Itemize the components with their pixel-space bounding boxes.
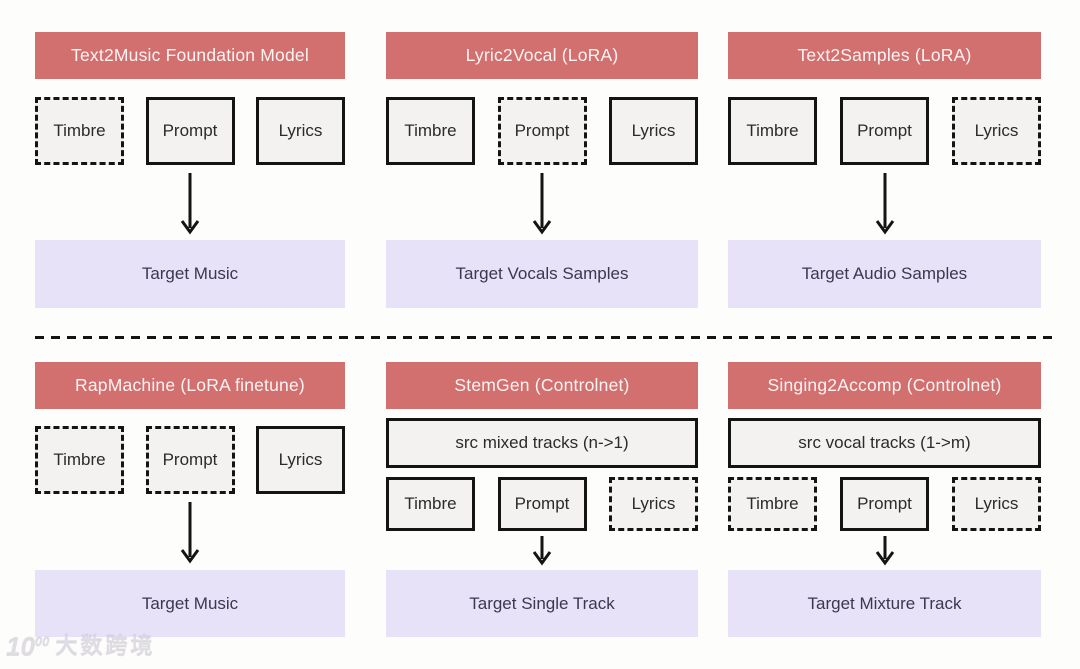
input-boxes-row: Timbre Prompt Lyrics xyxy=(35,97,345,165)
input-box-prompt: Prompt xyxy=(497,97,587,165)
target-box: Target Vocals Samples xyxy=(386,240,698,308)
input-box-timbre: Timbre xyxy=(386,97,475,165)
panel-title: RapMachine (LoRA finetune) xyxy=(35,362,345,409)
panel-singing2accomp: Singing2Accomp (Controlnet) src vocal tr… xyxy=(728,362,1041,637)
input-box-prompt: Prompt xyxy=(840,97,929,165)
input-boxes-row: Timbre Prompt Lyrics xyxy=(728,477,1041,531)
target-box: Target Music xyxy=(35,240,345,308)
target-box: Target Music xyxy=(35,570,345,637)
flow-arrow xyxy=(35,165,345,240)
down-arrow-icon xyxy=(532,172,552,235)
down-arrow-icon xyxy=(180,172,200,235)
flow-arrow xyxy=(386,531,698,570)
down-arrow-icon xyxy=(875,172,894,235)
input-box-prompt: Prompt xyxy=(145,97,235,165)
input-box-timbre: Timbre xyxy=(35,97,124,165)
watermark-logo-icon: 1000 xyxy=(6,634,49,660)
input-boxes-row: Timbre Prompt Lyrics xyxy=(386,97,698,165)
down-arrow-icon xyxy=(532,535,552,566)
input-boxes-row: Timbre Prompt Lyrics xyxy=(386,477,698,531)
input-boxes-row: Timbre Prompt Lyrics xyxy=(728,97,1041,165)
panel-title: Singing2Accomp (Controlnet) xyxy=(728,362,1041,409)
src-track-box: src vocal tracks (1->m) xyxy=(728,418,1041,468)
input-box-lyrics: Lyrics xyxy=(952,477,1041,531)
target-box: Target Audio Samples xyxy=(728,240,1041,308)
input-box-lyrics: Lyrics xyxy=(256,426,345,494)
panel-text2samples: Text2Samples (LoRA) Timbre Prompt Lyrics… xyxy=(728,32,1041,308)
flow-arrow xyxy=(386,165,698,240)
flow-arrow xyxy=(728,531,1041,570)
flow-arrow xyxy=(35,494,345,570)
input-box-lyrics: Lyrics xyxy=(609,97,698,165)
src-track-box: src mixed tracks (n->1) xyxy=(386,418,698,468)
input-box-lyrics: Lyrics xyxy=(256,97,345,165)
input-box-lyrics: Lyrics xyxy=(952,97,1041,165)
input-box-prompt: Prompt xyxy=(840,477,929,531)
input-box-lyrics: Lyrics xyxy=(609,477,698,531)
panel-title: Text2Music Foundation Model xyxy=(35,32,345,79)
down-arrow-icon xyxy=(875,535,894,566)
panel-title: Text2Samples (LoRA) xyxy=(728,32,1041,79)
panel-rapmachine: RapMachine (LoRA finetune) Timbre Prompt… xyxy=(35,362,345,637)
panel-title: StemGen (Controlnet) xyxy=(386,362,698,409)
panel-title: Lyric2Vocal (LoRA) xyxy=(386,32,698,79)
watermark-logo-main: 10 xyxy=(6,632,35,662)
input-box-prompt: Prompt xyxy=(145,426,235,494)
panel-lyric2vocal: Lyric2Vocal (LoRA) Timbre Prompt Lyrics … xyxy=(386,32,698,308)
target-box: Target Single Track xyxy=(386,570,698,637)
down-arrow-icon xyxy=(180,502,200,564)
flow-arrow xyxy=(728,165,1041,240)
input-boxes-row: Timbre Prompt Lyrics xyxy=(35,426,345,494)
input-box-timbre: Timbre xyxy=(386,477,475,531)
target-box: Target Mixture Track xyxy=(728,570,1041,637)
watermark-logo-sup: 00 xyxy=(34,634,50,650)
dashed-divider-line xyxy=(35,336,1057,339)
input-box-timbre: Timbre xyxy=(728,97,817,165)
input-box-prompt: Prompt xyxy=(497,477,587,531)
watermark-text: 大数跨境 xyxy=(55,634,156,659)
input-box-timbre: Timbre xyxy=(728,477,817,531)
panel-stemgen: StemGen (Controlnet) src mixed tracks (n… xyxy=(386,362,698,637)
watermark: 1000 大数跨境 xyxy=(6,634,155,660)
input-box-timbre: Timbre xyxy=(35,426,124,494)
panel-text2music: Text2Music Foundation Model Timbre Promp… xyxy=(35,32,345,308)
